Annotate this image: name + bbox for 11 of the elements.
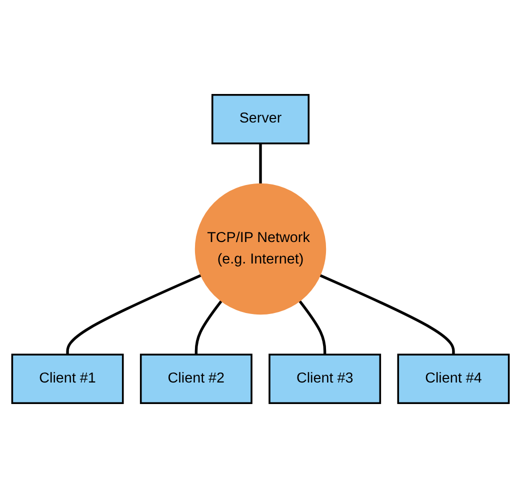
connector bbox=[66, 274, 202, 355]
node-box: Client #1 bbox=[11, 354, 124, 404]
connector bbox=[320, 274, 455, 355]
node-box: Client #2 bbox=[140, 354, 252, 404]
node-circle: TCP/IP Network (e.g. Internet) bbox=[194, 183, 326, 315]
node-box: Server bbox=[211, 94, 310, 144]
node-box: Client #3 bbox=[268, 354, 382, 404]
connector bbox=[259, 143, 262, 184]
connector bbox=[298, 300, 326, 355]
connector bbox=[194, 300, 222, 355]
node-box: Client #4 bbox=[397, 354, 510, 404]
